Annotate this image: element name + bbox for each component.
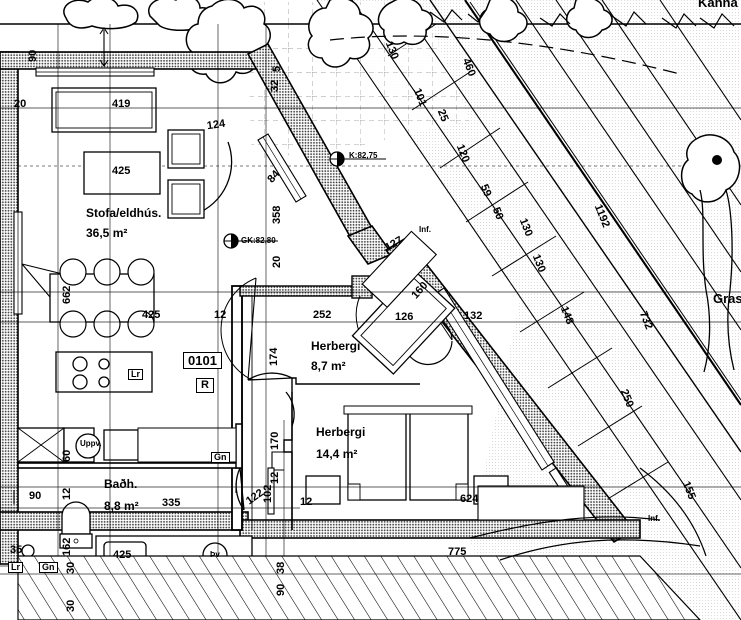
dimension-v-7: 170	[269, 431, 281, 450]
dimension-h-6: 252	[313, 309, 332, 321]
room-label-badh: Baðh.	[104, 477, 138, 491]
dimension-h-2: 425	[112, 165, 131, 177]
dimension-v-13: 162	[61, 537, 73, 556]
dimension-v-4: 20	[271, 255, 283, 268]
fixture-label-gn-2: Gn	[39, 562, 58, 573]
furniture	[17, 87, 585, 568]
dimension-ticks	[13, 27, 237, 504]
room-area-stofa: 36,5 m²	[86, 226, 128, 240]
room-area-herbergi-1: 8,7 m²	[311, 359, 346, 373]
dimension-v-6: 174	[268, 347, 280, 366]
dimension-h-12: 35	[10, 544, 23, 556]
dimension-h-15: 775	[448, 546, 467, 558]
fixture-label-gn-1: Gn	[211, 452, 230, 463]
dimension-v-3: 358	[271, 205, 283, 224]
fixture-label-uppv: Uppv.	[80, 439, 102, 448]
room-label-herbergi-2: Herbergi	[316, 425, 366, 439]
dimension-h-11: 425	[113, 549, 132, 561]
survey-label-gk: GK:82,80	[241, 236, 276, 245]
site-label-inf-2: Inf.	[648, 514, 660, 523]
dimension-v-15: 30	[65, 599, 77, 612]
survey-label-k: K:82,75	[349, 151, 378, 160]
site-label-gras: Gras	[713, 291, 741, 306]
dimension-v-8: 12	[269, 471, 281, 484]
dimension-v-14: 30	[65, 561, 77, 574]
apartment-number-tag: 0101	[183, 352, 222, 369]
dimension-h-8: 132	[464, 310, 483, 322]
dimension-h-1: 419	[112, 98, 131, 110]
top-edge-text: Kanna	[698, 0, 738, 10]
dimension-v-5: 662	[61, 285, 73, 304]
dimension-h-14: 624	[460, 493, 479, 505]
dimension-h-10: 335	[162, 497, 181, 509]
survey-marker-k	[329, 151, 386, 167]
dimension-v-12: 12	[61, 487, 73, 500]
dimension-h-13: 12	[300, 496, 313, 508]
site-hatch-bottom	[0, 555, 741, 620]
dimension-h-7: 126	[395, 311, 414, 323]
fixture-label-thv: Þv	[210, 550, 220, 559]
fixture-label-lr-1: Lr	[128, 369, 143, 380]
room-label-herbergi-1: Herbergi	[311, 339, 361, 353]
dimension-v-16: 38	[275, 561, 287, 574]
dimension-grid-lines	[0, 24, 741, 620]
room-label-stofa: Stofa/eldhús.	[86, 206, 162, 220]
dimension-v-1: 32	[269, 79, 281, 92]
apartment-type-tag: R	[196, 378, 214, 393]
dimension-h-3: 425	[142, 309, 161, 321]
survey-marker-gk	[223, 233, 278, 249]
dining-chairs	[59, 258, 155, 338]
dimension-v-0: 90	[27, 49, 39, 62]
dimension-h-0: 20	[14, 98, 27, 110]
site-curves-bottom-right	[469, 467, 707, 561]
dimension-v-17: 90	[275, 583, 287, 596]
site-label-inf-1: Inf.	[419, 225, 431, 234]
survey-point-markers	[223, 151, 386, 249]
building-walls	[0, 42, 641, 565]
dimension-v-2: 5	[271, 65, 283, 72]
dimension-v-11: 60	[61, 449, 73, 462]
dimension-h-5: 12	[214, 309, 227, 321]
site-edge-squiggles	[329, 9, 735, 75]
vegetation-shrubs	[63, 0, 741, 373]
room-area-badh: 8,8 m²	[104, 499, 139, 513]
room-area-herbergi-2: 14,4 m²	[316, 447, 358, 461]
dimension-v-9: 102	[262, 484, 274, 503]
dimension-h-9: 90	[29, 490, 42, 502]
fixture-label-lr-2: Lr	[8, 562, 23, 573]
